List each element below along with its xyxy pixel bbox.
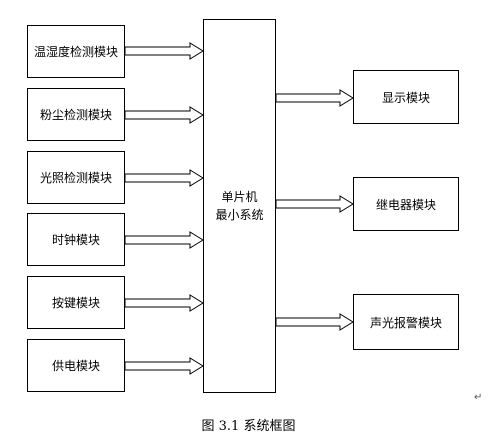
- module-label: 光照检测模块: [39, 171, 112, 185]
- arrow-clock: [124, 231, 204, 249]
- module-label: 按键模块: [51, 296, 100, 310]
- module-label: 供电模块: [51, 359, 100, 373]
- module-label: 时钟模块: [51, 233, 100, 247]
- arrow-light: [124, 169, 204, 187]
- module-relay: 继电器模块: [353, 177, 459, 231]
- module-display: 显示模块: [353, 70, 459, 124]
- mcu-label-line2: 最小系统: [215, 208, 264, 222]
- arrow-display: [275, 89, 354, 107]
- module-label: 显示模块: [381, 90, 430, 105]
- figure-caption: 图 3.1 系统框图: [201, 419, 296, 434]
- arrow-keys: [124, 294, 204, 312]
- module-label: 声光报警模块: [369, 315, 442, 330]
- mcu-label-line1: 单片机: [221, 190, 258, 204]
- module-label: 温湿度检测模块: [33, 45, 118, 59]
- module-light: 光照检测模块: [27, 151, 125, 204]
- module-power: 供电模块: [27, 339, 125, 392]
- module-keys: 按键模块: [27, 276, 125, 329]
- arrow-power: [124, 357, 204, 375]
- module-clock: 时钟模块: [27, 213, 125, 266]
- module-alarm: 声光报警模块: [353, 294, 459, 350]
- module-label: 继电器模块: [375, 197, 436, 212]
- module-label: 粉尘检测模块: [39, 108, 112, 122]
- module-dust: 粉尘检测模块: [27, 88, 125, 141]
- paragraph-mark: ↵: [474, 392, 483, 403]
- mcu-minimum-system: 单片机 最小系统: [203, 19, 276, 393]
- arrow-dust: [124, 106, 204, 124]
- module-temp-humidity: 温湿度检测模块: [27, 25, 125, 78]
- arrow-temp-humidity: [124, 42, 204, 60]
- arrow-relay: [275, 195, 354, 213]
- arrow-alarm: [275, 313, 354, 331]
